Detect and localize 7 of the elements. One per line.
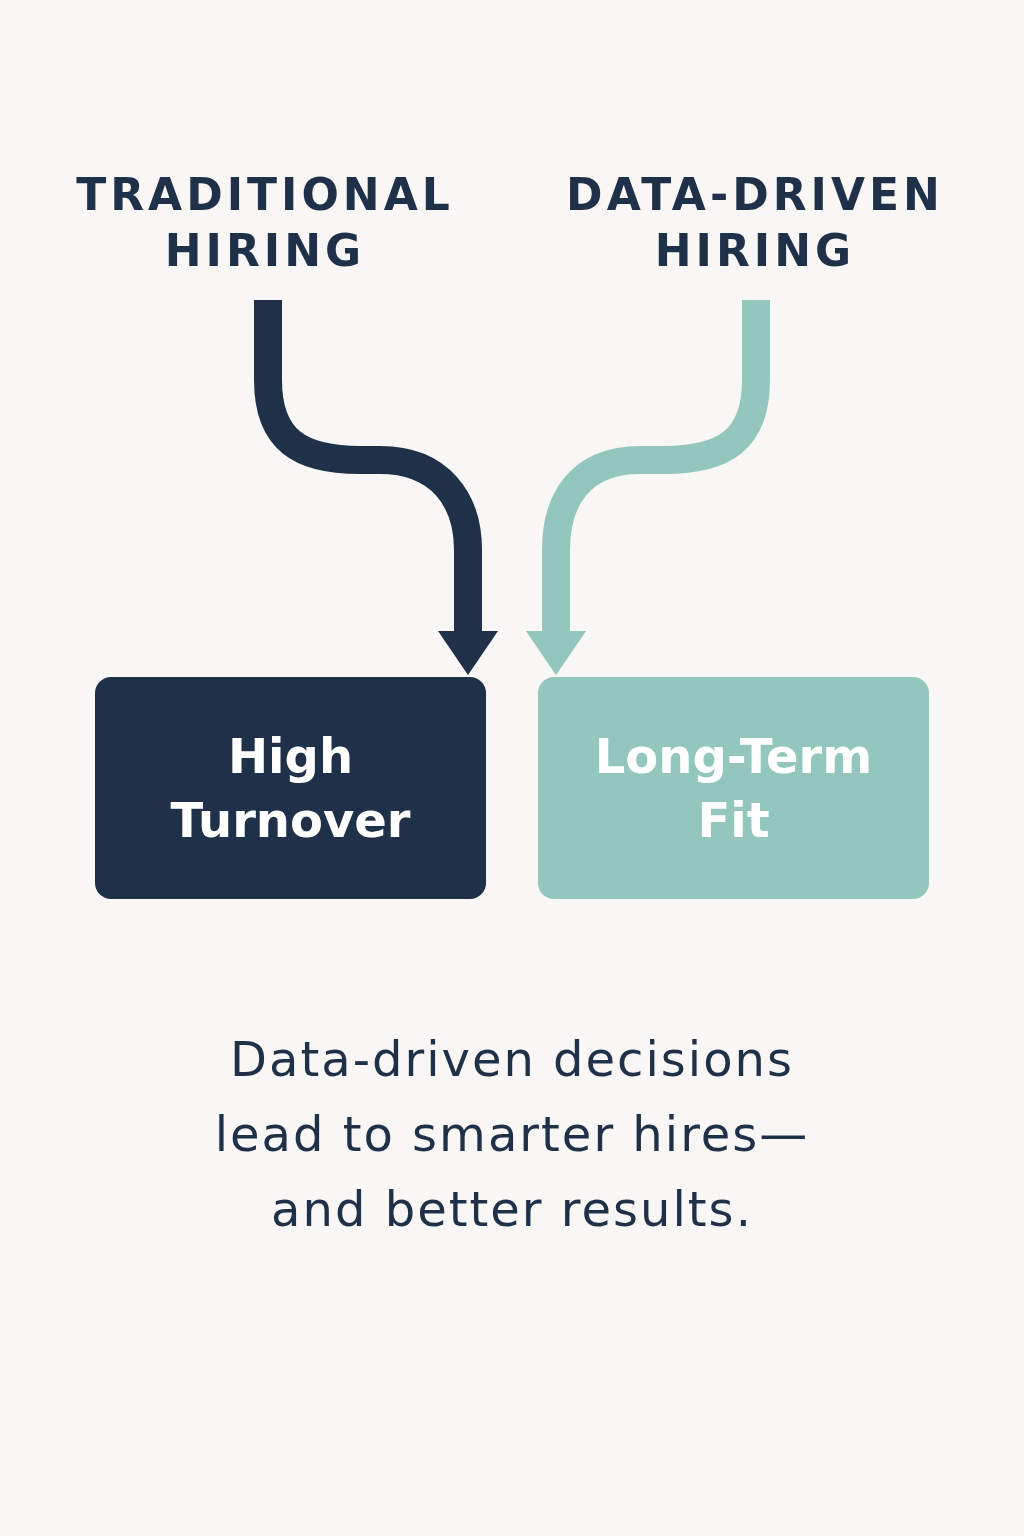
outcome-box: High Turnover	[95, 677, 486, 899]
curved-arrow	[254, 300, 498, 675]
result-box: Long-Term Fit	[538, 677, 929, 899]
approach-heading: DATA-DRIVEN HIRING	[565, 167, 945, 278]
curved-arrow	[526, 300, 770, 675]
approach-heading: TRADITIONAL HIRING	[75, 167, 455, 278]
caption: Data-driven decisions lead to smarter hires— and better results.	[213, 1030, 811, 1239]
